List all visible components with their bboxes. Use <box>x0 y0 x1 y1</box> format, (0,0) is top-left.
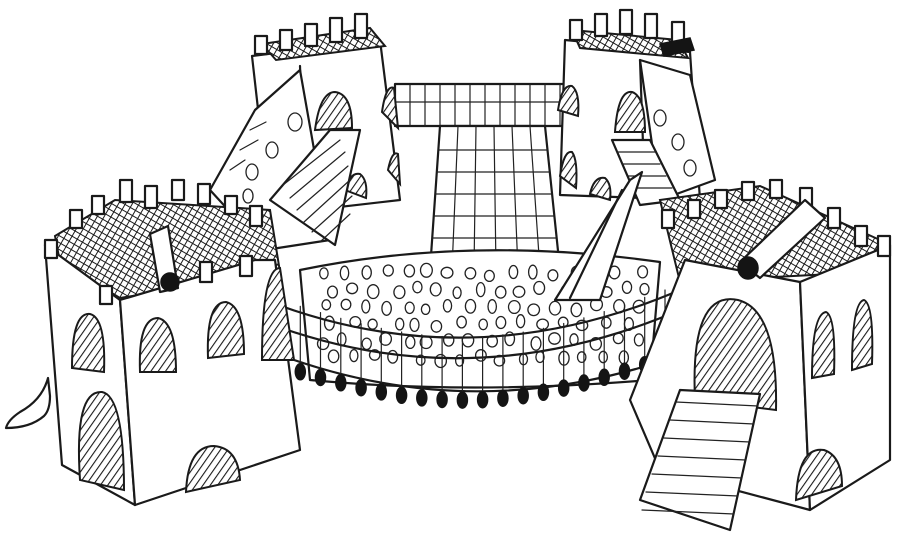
bridge-plank <box>517 386 529 405</box>
bridge-plank <box>476 390 489 409</box>
bridge-plank <box>416 389 428 407</box>
pit-ball <box>323 315 335 331</box>
pit-ball <box>409 317 420 333</box>
pit-ball <box>327 349 340 364</box>
pit-ball <box>387 349 399 364</box>
pit-ball <box>430 319 443 333</box>
pit-ball <box>548 332 561 345</box>
front-left-tower <box>4 178 302 507</box>
rope-bridge <box>263 288 682 409</box>
left-connecting-wall <box>208 68 362 252</box>
pit-ball <box>412 280 423 294</box>
bridge-plank <box>395 386 408 405</box>
bridge-plank <box>355 378 367 397</box>
front-right-tower <box>628 178 892 532</box>
pit-ball <box>570 302 583 318</box>
pit-ball <box>483 269 495 283</box>
pit-ball <box>533 280 546 295</box>
bridge-plank <box>294 363 307 381</box>
pit-ball <box>394 317 405 331</box>
pit-ball <box>474 349 487 362</box>
pit-ball <box>478 318 489 331</box>
pit-ball <box>339 265 350 281</box>
pit-ball <box>442 333 455 347</box>
climbing-net <box>428 124 562 272</box>
pit-ball <box>361 265 372 280</box>
pit-ball <box>548 300 562 316</box>
bridge-plank <box>618 362 631 380</box>
pit-ball <box>461 333 475 348</box>
bridge-plank <box>537 383 550 402</box>
pit-ball <box>382 264 394 277</box>
pit-ball <box>464 267 477 280</box>
pit-ball <box>618 350 630 365</box>
bridge-plank <box>436 390 448 409</box>
pit-ball <box>536 318 550 331</box>
pit-ball <box>429 282 442 297</box>
pit-ball <box>633 333 645 347</box>
pit-ball <box>442 298 453 313</box>
pit-ball <box>508 264 519 280</box>
pit-ball <box>321 299 332 311</box>
pit-ball <box>494 285 507 299</box>
pit-ball <box>637 265 649 279</box>
pit-ball <box>361 337 372 351</box>
pit-ball <box>475 281 486 298</box>
pit-ball <box>639 282 650 296</box>
pit-ball <box>434 353 448 369</box>
bridge-plank <box>456 391 469 409</box>
pit-ball <box>452 286 462 300</box>
pit-ball <box>326 285 339 299</box>
pit-ball <box>403 264 416 278</box>
pit-ball <box>576 351 587 364</box>
pit-ball <box>367 318 378 330</box>
pit-ball <box>530 336 542 351</box>
pit-ball <box>405 335 416 350</box>
back-bridge <box>393 82 580 128</box>
bridge-plank <box>497 389 509 407</box>
pit-ball <box>419 262 433 278</box>
pit-ball <box>486 334 499 348</box>
pit-ball <box>456 315 467 329</box>
slide <box>553 170 644 302</box>
pit-ball <box>621 280 633 294</box>
pit-ball <box>420 303 431 316</box>
pit-ball <box>512 285 526 298</box>
pit-ball <box>366 284 380 300</box>
pit-ball <box>349 348 359 363</box>
pit-ball <box>345 282 359 295</box>
pit-ball <box>527 303 541 317</box>
pit-ball <box>381 300 392 316</box>
pit-ball <box>515 314 526 329</box>
pit-ball <box>507 299 521 315</box>
bridge-plank <box>314 368 327 387</box>
pit-ball <box>527 264 538 280</box>
bridge-plank <box>598 368 610 387</box>
pit-ball <box>340 298 352 311</box>
pit-ball <box>487 299 498 314</box>
bridge-plank <box>557 379 570 397</box>
pit-ball <box>495 315 507 330</box>
pit-ball <box>464 298 477 314</box>
pit-ball <box>600 316 612 329</box>
pit-ball <box>598 350 609 364</box>
pit-ball <box>319 267 329 280</box>
bridge-plank <box>335 374 347 392</box>
right-connecting-wall <box>610 58 717 207</box>
pit-ball <box>393 285 406 300</box>
pit-ball <box>404 301 415 315</box>
bridge-plank <box>375 383 388 401</box>
pit-ball <box>440 266 454 279</box>
pit-ball <box>361 299 371 314</box>
bridge-plank <box>578 374 590 392</box>
pit-ball <box>547 269 559 282</box>
